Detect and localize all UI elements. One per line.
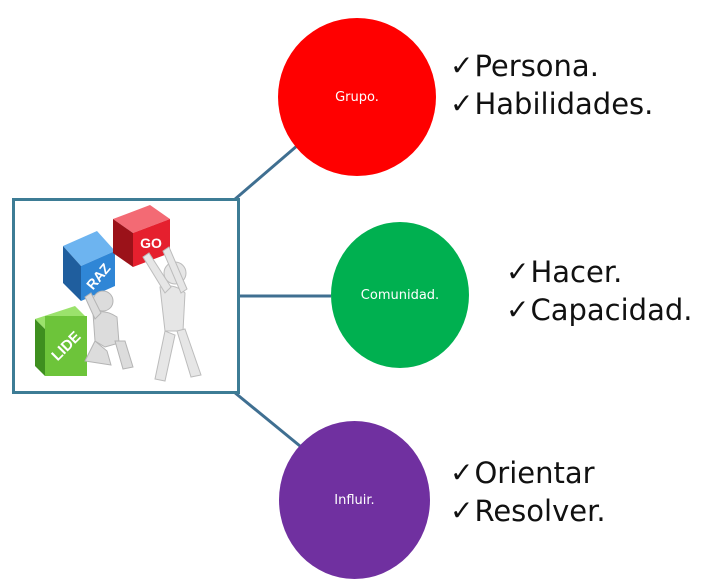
list-item: ✓Habilidades. xyxy=(450,85,653,123)
leadership-image: LIDE RAZ GO xyxy=(12,198,240,394)
list-grupo: ✓Persona. ✓Habilidades. xyxy=(450,47,653,123)
list-item: ✓Hacer. xyxy=(506,253,692,291)
connector-influir xyxy=(233,390,301,448)
node-influir: Influir. xyxy=(279,421,430,579)
connector-grupo xyxy=(233,143,299,202)
leadership-illustration: LIDE RAZ GO xyxy=(35,205,202,382)
node-grupo: Grupo. xyxy=(278,18,436,176)
list-item: ✓Orientar xyxy=(450,454,606,492)
figure-pushing xyxy=(142,246,202,382)
node-grupo-label: Grupo. xyxy=(335,89,379,105)
checkmark-icon: ✓ xyxy=(506,255,530,288)
list-item-text: Resolver. xyxy=(474,494,606,528)
cube-raz: RAZ xyxy=(63,231,115,301)
checkmark-icon: ✓ xyxy=(506,293,530,326)
figure-kneeling xyxy=(84,290,134,370)
list-item-text: Capacidad. xyxy=(530,293,693,327)
checkmark-icon: ✓ xyxy=(450,456,474,489)
list-item: ✓Resolver. xyxy=(450,492,606,530)
node-influir-label: Influir. xyxy=(334,492,375,508)
checkmark-icon: ✓ xyxy=(450,49,474,82)
list-item-text: Hacer. xyxy=(530,255,623,289)
list-comunidad: ✓Hacer. ✓Capacidad. xyxy=(506,253,692,329)
checkmark-icon: ✓ xyxy=(450,494,474,527)
node-comunidad: Comunidad. xyxy=(331,222,469,368)
checkmark-icon: ✓ xyxy=(450,87,474,120)
list-item-text: Orientar xyxy=(474,456,595,490)
list-item: ✓Persona. xyxy=(450,47,653,85)
list-item-text: Habilidades. xyxy=(474,87,654,121)
cube-go: GO xyxy=(113,205,170,267)
list-item-text: Persona. xyxy=(474,49,599,83)
list-item: ✓Capacidad. xyxy=(506,291,692,329)
list-influir: ✓Orientar ✓Resolver. xyxy=(450,454,606,530)
cube-go-label: GO xyxy=(140,235,162,251)
cube-lide: LIDE xyxy=(35,306,87,376)
node-comunidad-label: Comunidad. xyxy=(360,287,440,303)
